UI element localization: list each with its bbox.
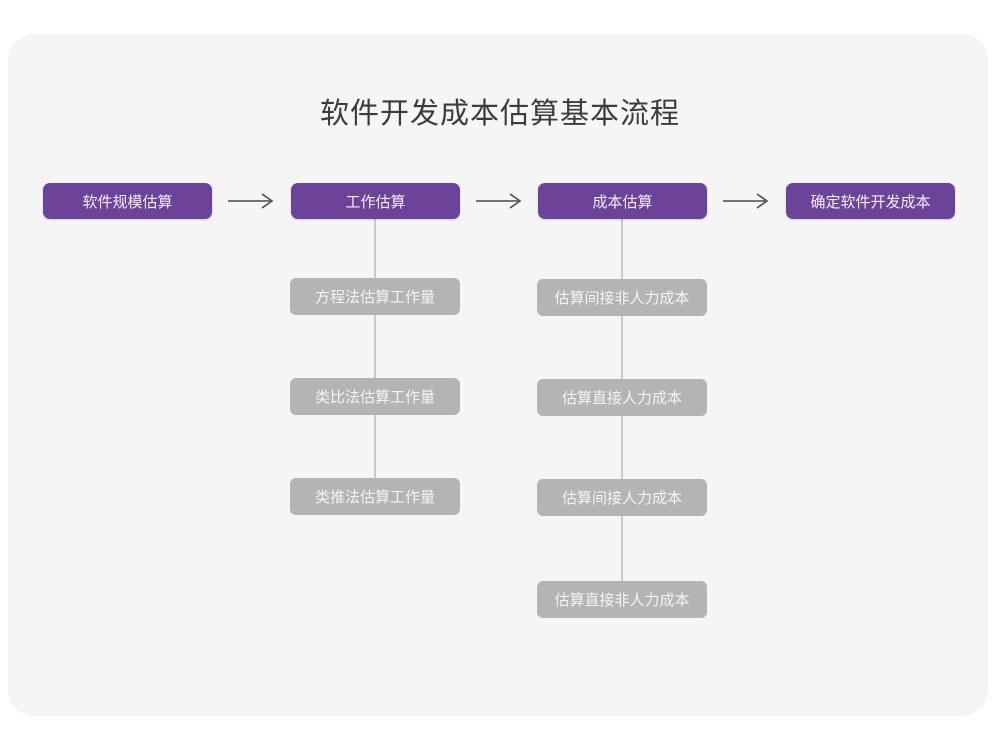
step-label: 工作估算 xyxy=(345,193,406,211)
step-node-software-scale-estimation[interactable]: 软件规模估算 xyxy=(43,183,212,219)
arrow-icon-3 xyxy=(723,191,771,211)
step-label: 确定软件开发成本 xyxy=(810,193,931,211)
arrow-icon-1 xyxy=(228,191,276,211)
branch-node-analogy-method-effort[interactable]: 类比法估算工作量 xyxy=(290,378,460,415)
branch-node-inference-method-effort[interactable]: 类推法估算工作量 xyxy=(290,478,460,515)
arrow-icon-2 xyxy=(476,191,524,211)
diagram-card xyxy=(8,34,988,716)
branch-node-indirect-nonlabor-cost[interactable]: 估算间接非人力成本 xyxy=(537,279,707,316)
branch-node-direct-labor-cost[interactable]: 估算直接人力成本 xyxy=(537,379,707,416)
branch-node-equation-method-effort[interactable]: 方程法估算工作量 xyxy=(290,278,460,315)
step-node-determine-development-cost[interactable]: 确定软件开发成本 xyxy=(786,183,955,219)
branch-label: 估算间接非人力成本 xyxy=(554,290,690,307)
branch-node-direct-nonlabor-cost[interactable]: 估算直接非人力成本 xyxy=(537,581,707,618)
page-title: 软件开发成本估算基本流程 xyxy=(319,98,680,130)
branch-label: 类推法估算工作量 xyxy=(314,489,435,506)
branch-label: 方程法估算工作量 xyxy=(314,289,435,306)
step-label: 软件规模估算 xyxy=(82,193,173,211)
step-node-work-estimation[interactable]: 工作估算 xyxy=(291,183,460,219)
step-node-cost-estimation[interactable]: 成本估算 xyxy=(538,183,707,219)
branch-label: 类比法估算工作量 xyxy=(314,389,435,406)
step-label: 成本估算 xyxy=(592,193,653,211)
branch-label: 估算间接人力成本 xyxy=(561,490,682,507)
branch-label: 估算直接非人力成本 xyxy=(554,592,690,609)
connector-line-branch1 xyxy=(374,218,376,498)
branch-node-indirect-labor-cost[interactable]: 估算间接人力成本 xyxy=(537,479,707,516)
branch-label: 估算直接人力成本 xyxy=(561,390,682,407)
